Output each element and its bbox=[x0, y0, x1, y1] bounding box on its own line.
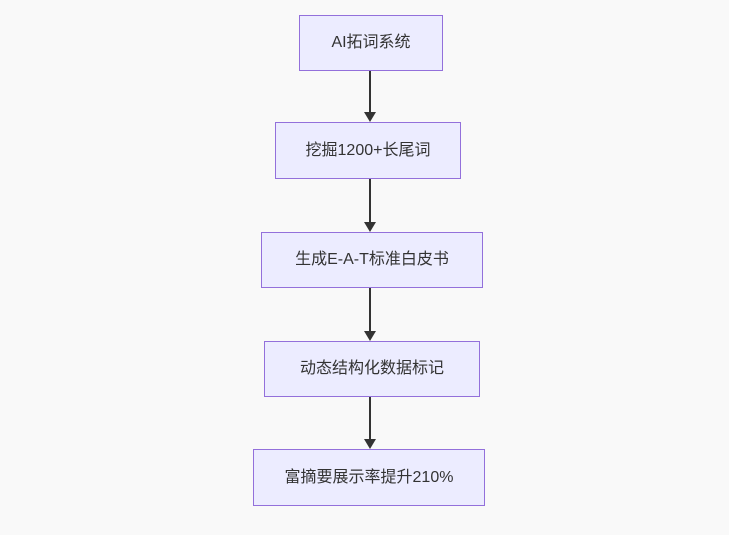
arrowhead-down-icon bbox=[364, 331, 376, 341]
flow-node-rich-snippet-result: 富摘要展示率提升210% bbox=[253, 449, 485, 506]
flow-node-label: 生成E-A-T标准白皮书 bbox=[295, 251, 449, 268]
flow-node-label: AI拓词系统 bbox=[331, 34, 411, 51]
flow-node-longtail-mining: 挖掘1200+长尾词 bbox=[275, 122, 461, 179]
flow-arrow-3 bbox=[364, 288, 376, 341]
arrowhead-down-icon bbox=[364, 222, 376, 232]
arrow-line bbox=[369, 179, 371, 223]
arrowhead-down-icon bbox=[364, 112, 376, 122]
arrow-line bbox=[369, 71, 371, 113]
flow-arrow-1 bbox=[364, 71, 376, 122]
arrow-line bbox=[369, 397, 371, 440]
flow-arrow-4 bbox=[364, 397, 376, 449]
arrow-line bbox=[369, 288, 371, 332]
arrowhead-down-icon bbox=[364, 439, 376, 449]
flow-node-label: 动态结构化数据标记 bbox=[299, 360, 444, 377]
flow-node-label: 富摘要展示率提升210% bbox=[284, 468, 454, 486]
flow-arrow-2 bbox=[364, 179, 376, 232]
flow-node-eat-whitepaper: 生成E-A-T标准白皮书 bbox=[261, 232, 483, 288]
flow-node-ai-keyword-system: AI拓词系统 bbox=[299, 15, 443, 71]
flow-node-structured-data-markup: 动态结构化数据标记 bbox=[264, 341, 480, 397]
flow-node-label: 挖掘1200+长尾词 bbox=[305, 141, 431, 159]
